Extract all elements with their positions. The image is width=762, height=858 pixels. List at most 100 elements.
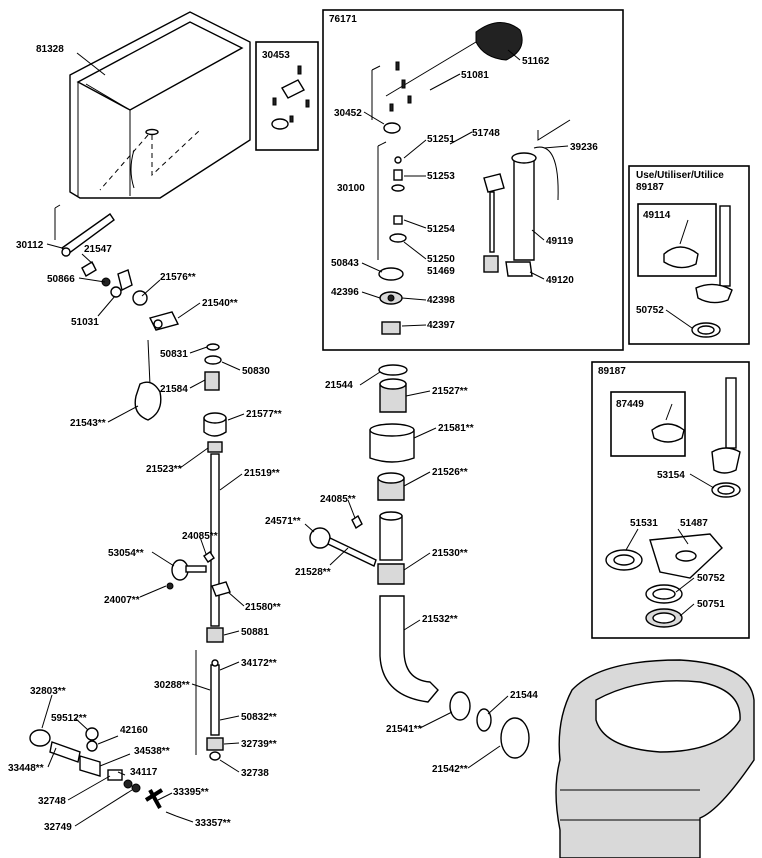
- label-21544b: 21544: [510, 690, 538, 701]
- stop-valve-parts: [166, 551, 231, 597]
- label-42398: 42398: [427, 295, 455, 306]
- chain-bulb-21543: [134, 339, 162, 421]
- label-87449: 87449: [616, 399, 644, 410]
- label-59512: 59512**: [51, 713, 87, 724]
- label-49120: 49120: [546, 275, 574, 286]
- label-76171: 76171: [329, 14, 357, 25]
- label-24085a: 24085**: [182, 531, 218, 542]
- label-34172: 34172**: [241, 658, 277, 669]
- label-33448: 33448**: [8, 763, 44, 774]
- label-21581: 21581**: [438, 423, 474, 434]
- spud-21542: [500, 717, 530, 759]
- washer-21544: [476, 708, 492, 732]
- part-labels: 76171 30453 Use/Utiliser/Utilice 89187 8…: [8, 14, 725, 833]
- label-51250: 51250: [427, 254, 455, 265]
- label-21543: 21543**: [70, 418, 106, 429]
- label-32738: 32738: [241, 768, 269, 779]
- label-30452: 30452: [334, 108, 362, 119]
- label-50866: 50866: [47, 274, 75, 285]
- frame-87449: [610, 391, 686, 457]
- label-21526: 21526**: [432, 467, 468, 478]
- tube-21519: [210, 453, 220, 627]
- label-81328: 81328: [36, 44, 64, 55]
- label-21544a: 21544: [325, 380, 353, 391]
- label-24571: 24571**: [265, 516, 301, 527]
- label-34117: 34117: [130, 767, 158, 778]
- trip-lever-30112: [54, 204, 115, 257]
- label-21580: 21580**: [245, 602, 281, 613]
- label-30453: 30453: [262, 50, 290, 61]
- label-24085b: 24085**: [320, 494, 356, 505]
- label-42160: 42160: [120, 725, 148, 736]
- label-50881: 50881: [241, 627, 269, 638]
- label-24007: 24007**: [104, 595, 140, 606]
- label-42397: 42397: [427, 320, 455, 331]
- frame-89187: [591, 361, 750, 639]
- label-use: Use/Utiliser/Utilice: [636, 170, 724, 181]
- frame-76171: [322, 9, 624, 351]
- label-50752b: 50752: [697, 573, 725, 584]
- label-39236: 39236: [570, 142, 598, 153]
- frame-49114: [637, 203, 717, 277]
- label-51162: 51162: [522, 56, 550, 67]
- label-50843: 50843: [331, 258, 359, 269]
- small-parts-left-upper: [81, 261, 180, 331]
- label-21577: 21577**: [246, 409, 282, 420]
- label-30100: 30100: [337, 183, 365, 194]
- label-51031: 51031: [71, 317, 99, 328]
- label-51081: 51081: [461, 70, 489, 81]
- handle-assembly-30453: [271, 65, 310, 130]
- riser-34172: [210, 664, 220, 736]
- nut-50881: [206, 627, 224, 643]
- frame-30453: [255, 41, 319, 151]
- label-21530: 21530**: [432, 548, 468, 559]
- nut-21584: [204, 371, 220, 391]
- label-51487: 51487: [680, 518, 708, 529]
- washer-50831: [206, 343, 220, 351]
- label-21523: 21523**: [146, 464, 182, 475]
- label-21541: 21541**: [386, 724, 422, 735]
- label-89187: 89187: [598, 366, 626, 377]
- label-53054: 53054**: [108, 548, 144, 559]
- label-21528: 21528**: [295, 567, 331, 578]
- flush-valve-kit-89187: [605, 377, 741, 628]
- label-21542: 21542**: [432, 764, 468, 775]
- label-33395: 33395**: [173, 787, 209, 798]
- label-21576: 21576**: [160, 272, 196, 283]
- label-21532: 21532**: [422, 614, 458, 625]
- toilet-bowl: [555, 659, 755, 858]
- label-21584: 21584: [160, 384, 188, 395]
- label-50830: 50830: [242, 366, 270, 377]
- label-34538: 34538**: [134, 746, 170, 757]
- label-51531: 51531: [630, 518, 658, 529]
- supply-stop-parts: [29, 727, 177, 817]
- label-49119: 49119: [546, 236, 574, 247]
- label-50751: 50751: [697, 599, 725, 610]
- label-50831: 50831: [160, 349, 188, 360]
- label-51748: 51748: [472, 128, 500, 139]
- label-42396: 42396: [331, 287, 359, 298]
- label-49114: 49114: [643, 210, 671, 221]
- leader-lines: [41, 49, 715, 827]
- label-51469: 51469: [427, 266, 455, 277]
- label-51254: 51254: [427, 224, 455, 235]
- nut-32739: [206, 737, 224, 751]
- flapper-float-assembly: [371, 22, 523, 335]
- nut-21541: [449, 691, 471, 721]
- label-32739: 32739**: [241, 739, 277, 750]
- label-21519: 21519**: [244, 468, 280, 479]
- tank: [69, 11, 251, 199]
- flush-valve-kit-use: [663, 205, 733, 338]
- label-use-code: 89187: [636, 182, 664, 193]
- label-21547: 21547: [84, 244, 112, 255]
- label-30288: 30288**: [154, 680, 190, 691]
- label-51253: 51253: [427, 171, 455, 182]
- label-53154: 53154: [657, 470, 685, 481]
- label-30112: 30112: [16, 240, 44, 251]
- label-51251: 51251: [427, 134, 455, 145]
- label-33357: 33357**: [195, 818, 231, 829]
- flush-connector-parts: [309, 364, 439, 703]
- label-32749: 32749: [44, 822, 72, 833]
